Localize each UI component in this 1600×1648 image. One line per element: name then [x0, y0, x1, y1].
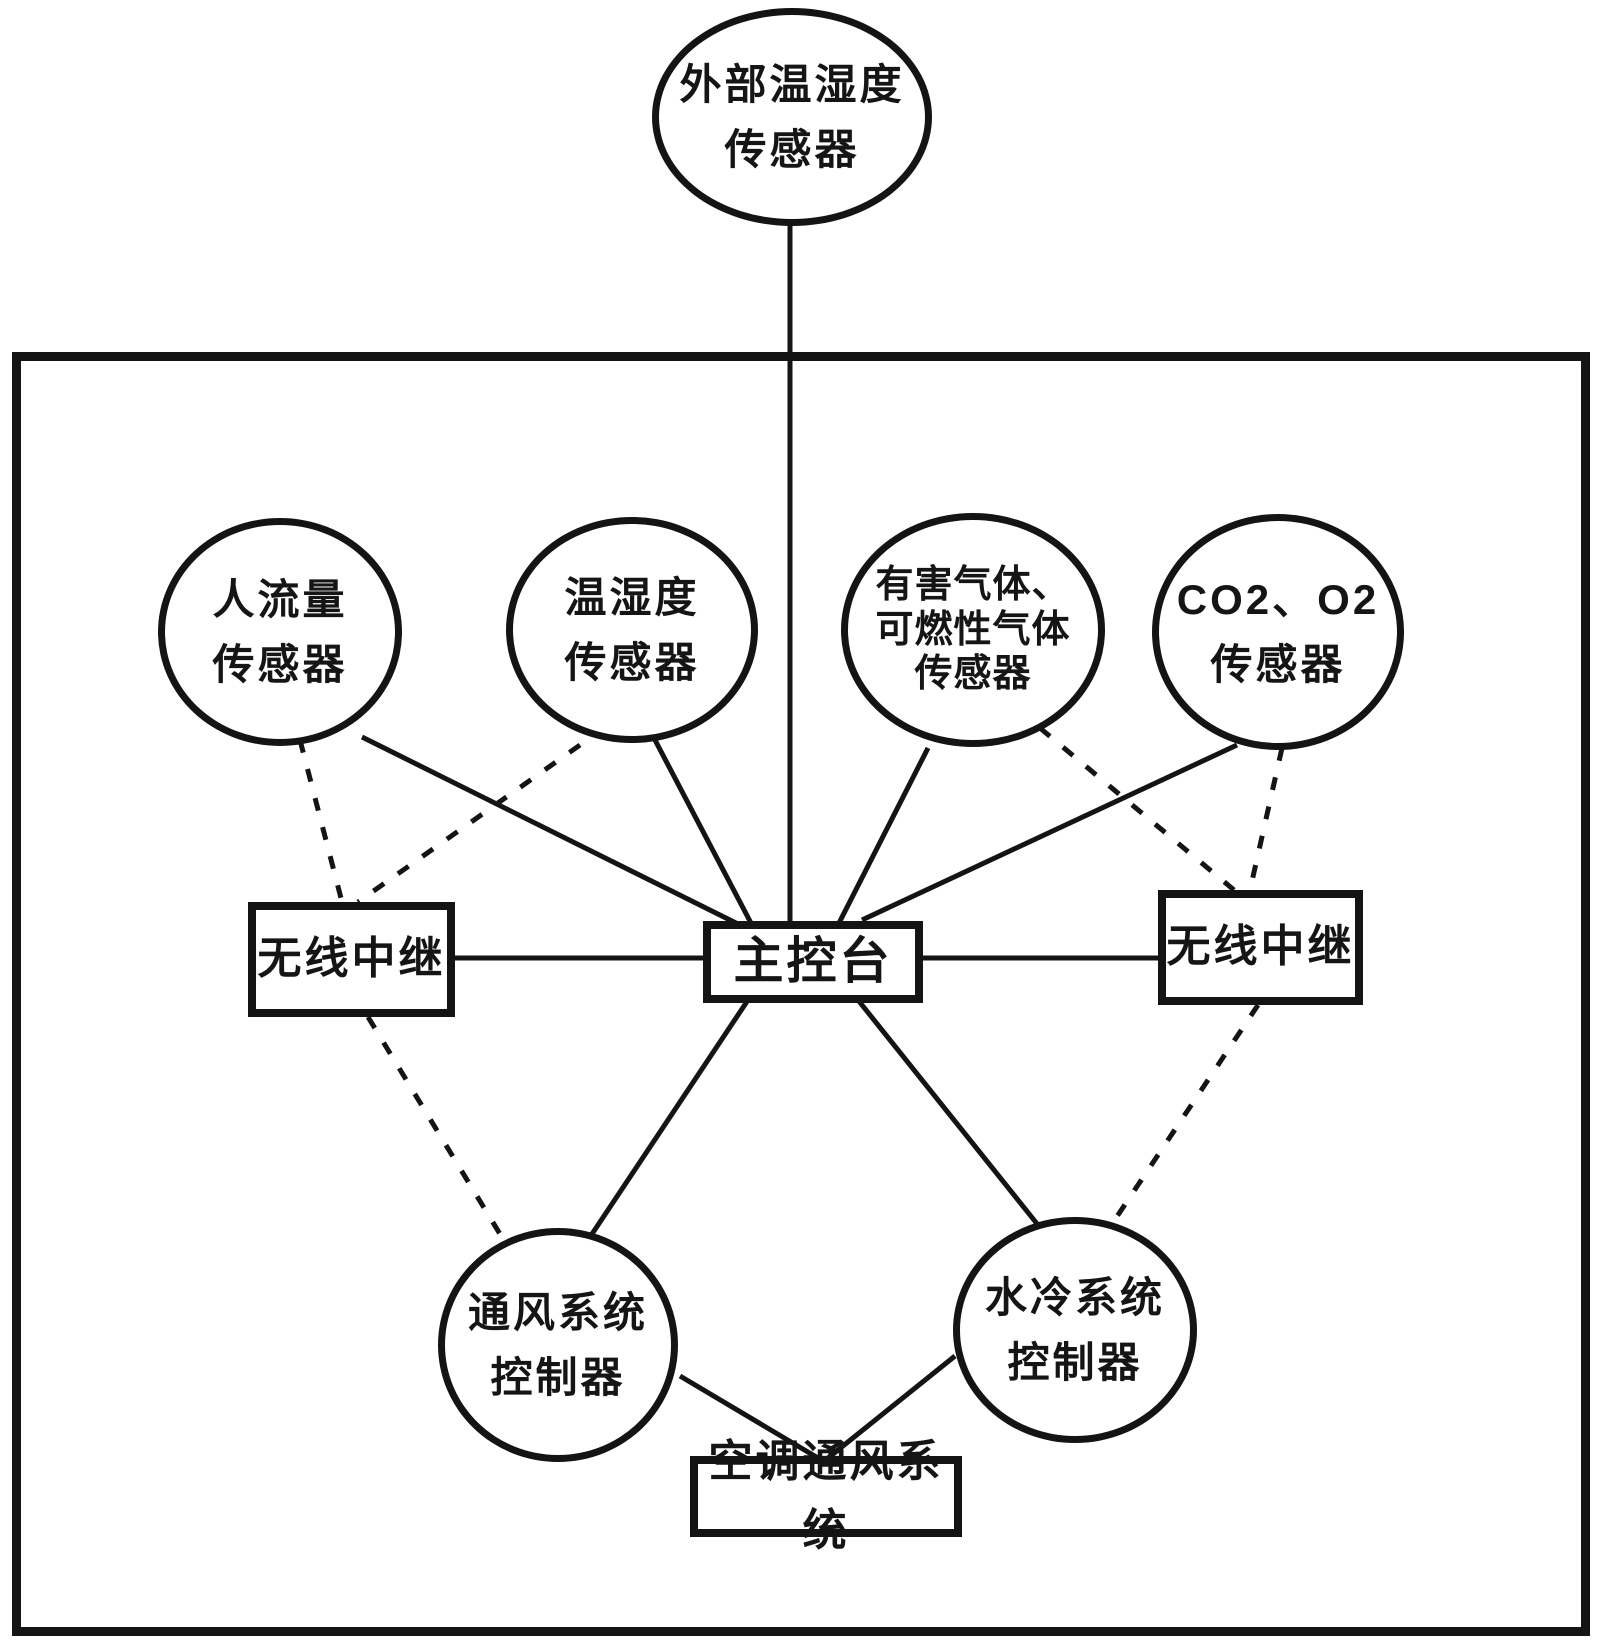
- harmful-gas-sensor-node: 有害气体、 可燃性气体 传感器: [841, 513, 1105, 747]
- dashed-temp-humidity-to-relay-left: [358, 745, 580, 902]
- hvac-system-node: 空调通风系统: [690, 1456, 962, 1537]
- node-label: 无线中继: [1167, 913, 1355, 981]
- dashed-co2-o2-to-relay-right: [1250, 748, 1282, 890]
- node-label: 传感器: [914, 652, 1031, 697]
- temp-humidity-sensor-node: 温湿度 传感器: [506, 517, 758, 743]
- node-label: 传感器: [212, 632, 347, 697]
- node-label: 控制器: [1007, 1330, 1142, 1395]
- node-label: 温湿度: [564, 565, 699, 630]
- node-label: 外部温湿度: [679, 52, 904, 117]
- line-console-to-ventilation-controller: [592, 1000, 748, 1234]
- node-label: 有害气体、: [875, 563, 1070, 608]
- line-temp-humidity-to-console: [655, 740, 752, 925]
- node-label: 可燃性气体: [875, 608, 1070, 653]
- dashed-relay-left-to-ventilation-controller: [368, 1017, 500, 1234]
- line-console-to-water-cooling-controller: [858, 1000, 1042, 1230]
- line-harmful-gas-to-console: [838, 748, 928, 925]
- water-cooling-controller-node: 水冷系统 控制器: [953, 1217, 1197, 1443]
- node-label: 水冷系统: [985, 1265, 1165, 1330]
- wireless-relay-left-node: 无线中继: [248, 902, 455, 1017]
- node-label: 无线中继: [258, 925, 446, 993]
- dashed-relay-right-to-water-cooling-controller: [1112, 1005, 1258, 1224]
- dashed-people-flow-to-relay-left: [300, 740, 342, 902]
- node-label: 通风系统: [468, 1280, 648, 1345]
- co2-o2-sensor-node: CO2、O2 传感器: [1152, 514, 1404, 750]
- ventilation-controller-node: 通风系统 控制器: [438, 1228, 678, 1462]
- external-temp-humidity-sensor-node: 外部温湿度 传感器: [652, 8, 932, 226]
- dashed-harmful-gas-to-relay-right: [1040, 728, 1234, 890]
- node-label: 主控台: [734, 923, 893, 1001]
- node-label: 控制器: [490, 1345, 625, 1410]
- node-label: 传感器: [1210, 632, 1345, 697]
- node-label: CO2、O2: [1177, 567, 1379, 632]
- node-label: 空调通风系统: [698, 1428, 954, 1564]
- wireless-relay-right-node: 无线中继: [1158, 890, 1363, 1005]
- main-console-node: 主控台: [703, 921, 923, 1003]
- people-flow-sensor-node: 人流量 传感器: [158, 518, 402, 746]
- node-label: 人流量: [212, 567, 347, 632]
- node-label: 传感器: [564, 630, 699, 695]
- node-label: 传感器: [724, 117, 859, 182]
